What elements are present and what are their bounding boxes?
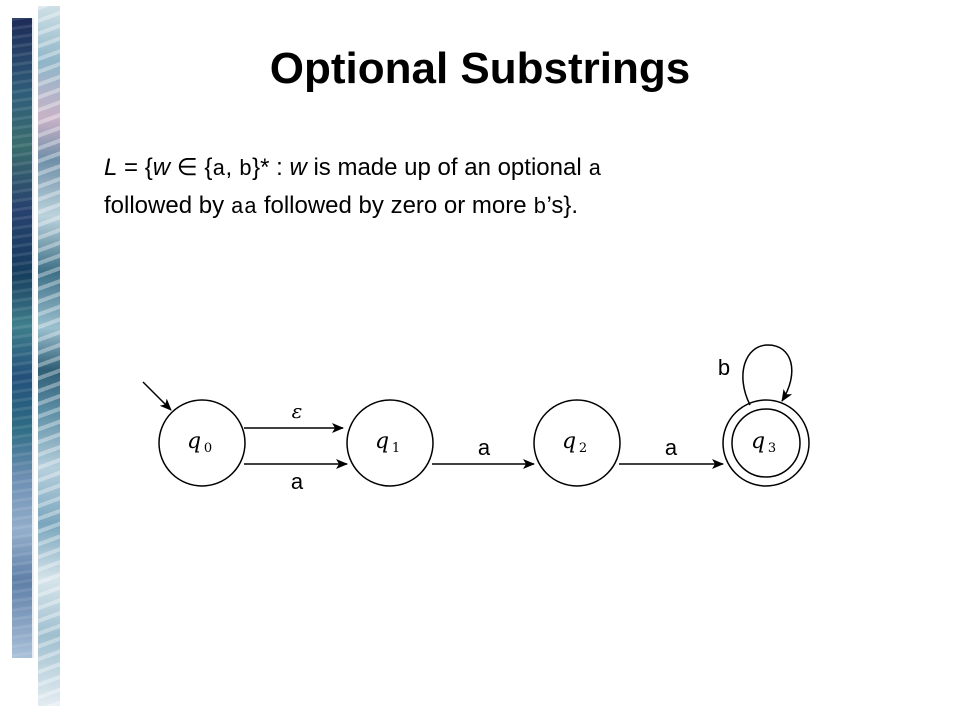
state-q0: q 0 bbox=[158, 399, 246, 487]
state-label: q bbox=[375, 429, 389, 454]
string-aa: aa bbox=[230, 195, 258, 220]
definition-text: = { bbox=[117, 154, 153, 181]
state-q2: q 2 bbox=[533, 399, 621, 487]
definition-text: }* : bbox=[252, 154, 290, 181]
state-q1: q 1 bbox=[346, 399, 434, 487]
definition-text: followed by zero or more bbox=[257, 192, 534, 219]
transition-q0-q1-a: a bbox=[244, 459, 348, 494]
alphabet-symbol-a: a bbox=[588, 157, 602, 182]
state-q3-accepting: q 3 bbox=[722, 399, 810, 487]
state-circle-outer bbox=[722, 399, 810, 487]
alphabet-symbol-b: b bbox=[238, 157, 253, 182]
string-variable: w bbox=[152, 154, 171, 181]
definition-text: followed by bbox=[104, 192, 231, 219]
state-label: q bbox=[751, 429, 765, 454]
state-subscript: 0 bbox=[204, 441, 212, 456]
definition-text: is made up of an optional bbox=[306, 154, 589, 181]
transition-label: a bbox=[665, 435, 678, 460]
decorative-border-strip-dark bbox=[12, 18, 32, 658]
language-symbol: L bbox=[104, 154, 118, 181]
alphabet-symbol-b: b bbox=[533, 195, 547, 220]
transition-label: a bbox=[478, 435, 491, 460]
state-circle-inner bbox=[731, 408, 801, 478]
slide-title: Optional Substrings bbox=[269, 44, 691, 93]
transition-q2-q3-a: a bbox=[619, 435, 724, 469]
transition-q1-q2-a: a bbox=[432, 435, 535, 469]
definition-text: , bbox=[225, 154, 239, 181]
string-variable: w bbox=[289, 154, 307, 181]
state-label: q bbox=[187, 429, 201, 454]
alphabet-symbol-a: a bbox=[212, 157, 226, 182]
state-label: q bbox=[562, 429, 576, 454]
transition-label: ε bbox=[292, 399, 303, 423]
state-circle bbox=[158, 399, 246, 487]
decorative-border-strip-light bbox=[38, 6, 60, 706]
self-loop-arrow bbox=[742, 344, 793, 406]
state-subscript: 1 bbox=[392, 441, 400, 456]
state-subscript: 3 bbox=[768, 441, 776, 456]
language-definition: L = {w ∈ {a, b}* : w is made up of an op… bbox=[104, 150, 824, 226]
state-subscript: 2 bbox=[579, 441, 587, 456]
transition-label: b bbox=[718, 355, 730, 380]
state-circle bbox=[346, 399, 434, 487]
definition-text: ’s}. bbox=[546, 192, 579, 219]
transition-q3-self-loop-b: b bbox=[718, 344, 793, 406]
start-arrow bbox=[142, 381, 172, 411]
state-circle bbox=[533, 399, 621, 487]
transition-label: a bbox=[291, 469, 304, 494]
definition-text: ∈ { bbox=[170, 154, 213, 181]
transition-q0-q1-epsilon: ε bbox=[244, 399, 344, 433]
